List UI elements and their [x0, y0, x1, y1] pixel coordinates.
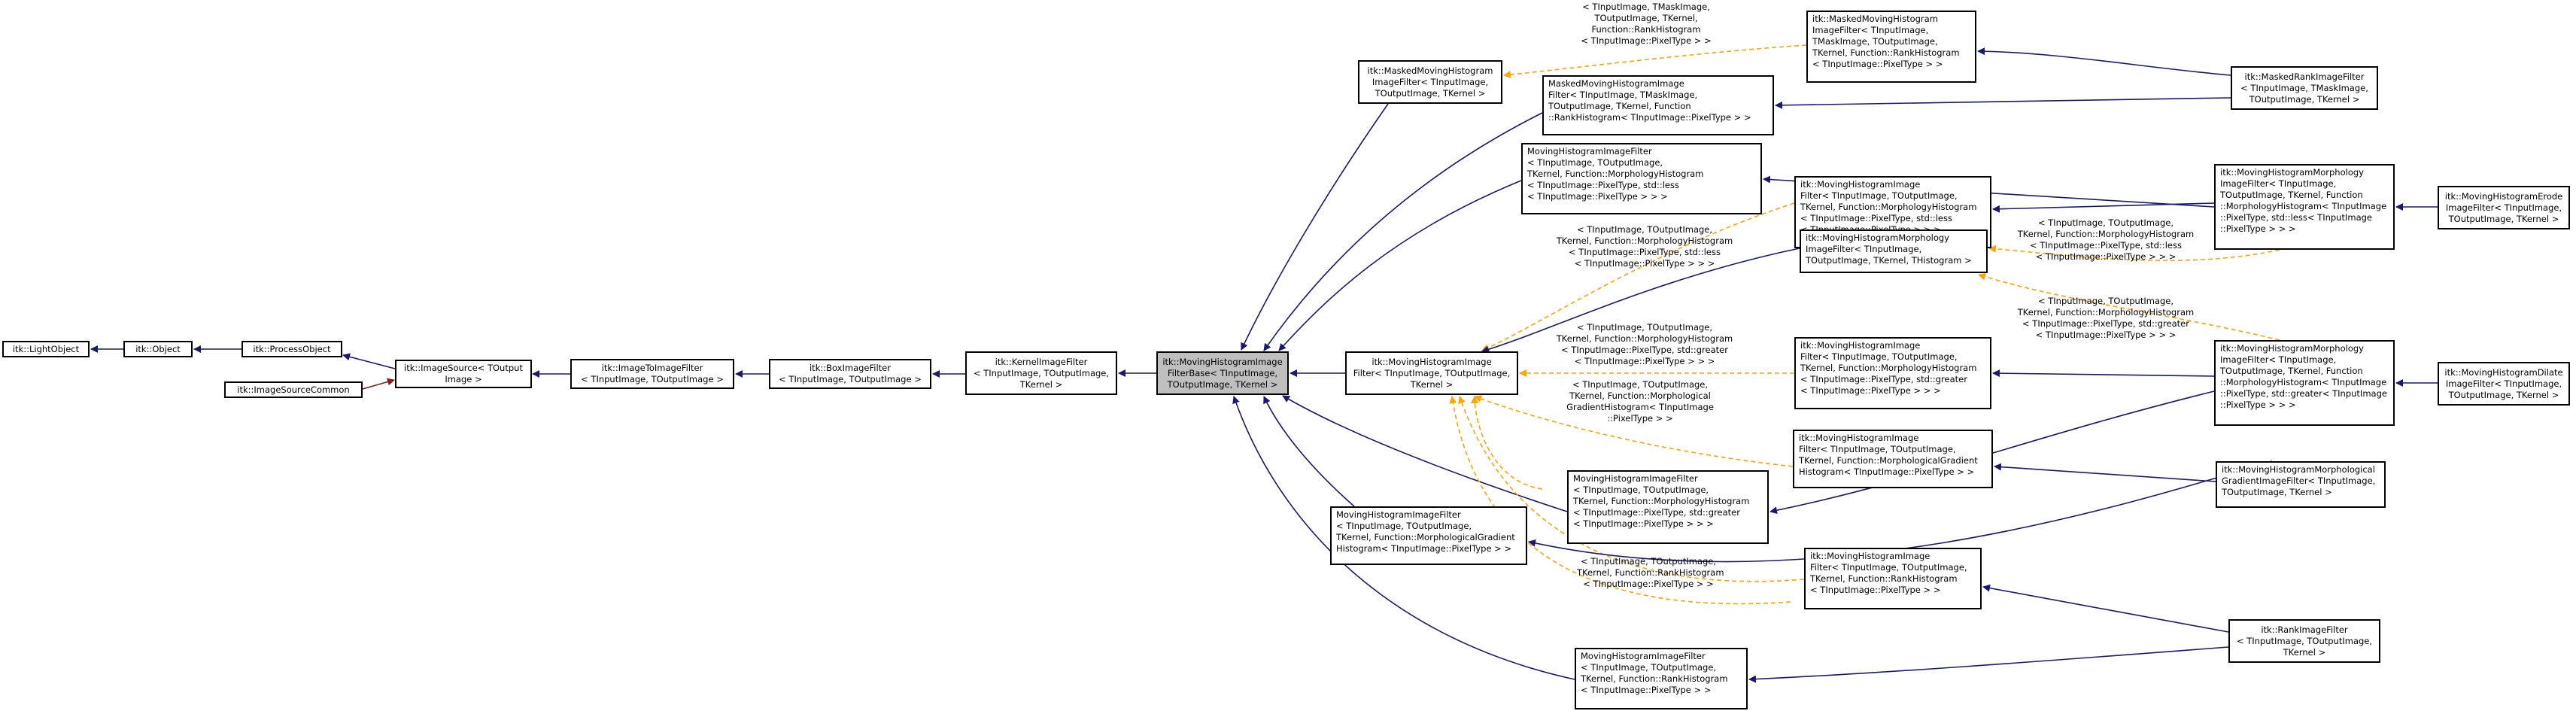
edge-label-masked: < TInputImage, TMaskImage, TOutputImage,…: [1581, 2, 1712, 46]
node-moving-histogram-morphology-less[interactable]: itk::MovingHistogramMorphology ImageFilt…: [2214, 164, 2395, 250]
node-masked-moving-histogram-image-filter[interactable]: itk::MaskedMovingHistogram ImageFilter< …: [1358, 60, 1502, 104]
edge-morphless-morphfilter: [1988, 245, 2280, 262]
edge-morphgreater-base: [1282, 395, 1568, 512]
edge-gradient-itkgradient: [1994, 463, 2216, 482]
node-box-image-filter[interactable]: itk::BoxImageFilter < TInputImage, TOutp…: [769, 359, 931, 389]
node-process-object[interactable]: itk::ProcessObject: [242, 341, 342, 357]
node-kernel-image-filter[interactable]: itk::KernelImageFilter < TInputImage, TO…: [965, 351, 1117, 395]
node-itk-moving-histogram-image-filter-morph-greater[interactable]: itk::MovingHistogramImage Filter< TInput…: [1794, 337, 1991, 409]
node-rank-image-filter[interactable]: itk::RankImageFilter < TInputImage, TOut…: [2228, 619, 2380, 663]
edge-imagesourcecommon-imagesource: [362, 378, 395, 390]
edge-gradient-template-lower: [1471, 396, 1543, 490]
edge-gradient-gradient-node: [1528, 460, 2273, 563]
edge-morphgreater-morphfilter: [1978, 272, 2280, 341]
node-moving-histogram-image-filter-rank[interactable]: MovingHistogramImageFilter < TInputImage…: [1575, 648, 1748, 709]
edge-maskedrank-masked-inst: [1775, 97, 2231, 109]
edge-label-morph-less: < TInputImage, TOutputImage, TKernel, Fu…: [1556, 224, 1733, 269]
node-image-to-image-filter[interactable]: itk::ImageToImageFilter < TInputImage, T…: [570, 359, 734, 389]
edge-rank-base: [1232, 396, 1575, 680]
edge-label-rank: < TInputImage, TOutputImage, TKernel, Fu…: [1577, 556, 1724, 589]
edge-masked-inst-base: [1263, 112, 1543, 351]
edge-rank-rank-node: [1748, 646, 2229, 683]
node-image-source[interactable]: itk::ImageSource< TOutput Image >: [395, 360, 532, 388]
edge-label-morph-greater: < TInputImage, TOutputImage, TKernel, Fu…: [1556, 322, 1733, 366]
node-moving-histogram-image-filter-morph-less[interactable]: MovingHistogramImageFilter < TInputImage…: [1521, 143, 1762, 214]
node-itk-moving-histogram-image-filter-gradient[interactable]: itk::MovingHistogramImage Filter< TInput…: [1793, 430, 1993, 488]
node-light-object[interactable]: itk::LightObject: [2, 341, 90, 357]
node-moving-histogram-image-filter-morph-greater[interactable]: MovingHistogramImageFilter < TInputImage…: [1567, 470, 1769, 544]
edge-morphfilter-mhif: [1481, 248, 1800, 354]
edge-morphless-base: [1278, 180, 1522, 351]
edge-label-morph-less-2: < TInputImage, TOutputImage, TKernel, Fu…: [2017, 217, 2195, 262]
edge-gradient-base: [1263, 396, 1355, 507]
edge-itkgradient-mhif: [1474, 395, 1794, 467]
node-image-source-common[interactable]: itk::ImageSourceCommon: [224, 381, 363, 398]
edge-masked-base: [1241, 103, 1389, 351]
node-moving-histogram-image-filter-base[interactable]: itk::MovingHistogramImage FilterBase< TI…: [1156, 351, 1289, 395]
node-moving-histogram-morphology-greater[interactable]: itk::MovingHistogramMorphology ImageFilt…: [2214, 340, 2395, 426]
edge-label-gradient: < TInputImage, TOutputImage, TKernel, Fu…: [1566, 379, 1714, 424]
node-moving-histogram-dilate-image-filter[interactable]: itk::MovingHistogramDilate ImageFilter< …: [2438, 362, 2570, 406]
edge-morphgreater-itkmorphgreater: [1992, 369, 2215, 378]
node-itk-masked-moving-histogram-image-filter-inst[interactable]: itk::MaskedMovingHistogram ImageFilter< …: [1806, 11, 1976, 83]
edge-maskedrank-itkmasked: [1977, 47, 2231, 76]
node-moving-histogram-erode-image-filter[interactable]: itk::MovingHistogramErode ImageFilter< T…: [2438, 186, 2570, 229]
node-object[interactable]: itk::Object: [123, 341, 193, 357]
node-moving-histogram-image-filter[interactable]: itk::MovingHistogramImage Filter< TInput…: [1345, 351, 1518, 395]
node-masked-rank-image-filter[interactable]: itk::MaskedRankImageFilter < TInputImage…: [2231, 66, 2378, 110]
edge-rank-template-lower: [1449, 396, 1791, 605]
node-itk-moving-histogram-image-filter-rank[interactable]: itk::MovingHistogramImage Filter< TInput…: [1804, 548, 1982, 609]
edge-imagesource-processobject: [342, 353, 396, 369]
edge-rank-itkrank: [1982, 584, 2229, 633]
edge-label-morph-greater-2: < TInputImage, TOutputImage, TKernel, Fu…: [2017, 296, 2195, 340]
edge-morphless-itkmorphless: [1992, 202, 2215, 213]
node-masked-moving-histogram-image-filter-inst[interactable]: MaskedMovingHistogramImage Filter< TInpu…: [1542, 75, 1774, 135]
node-moving-histogram-morphological-gradient-filter[interactable]: itk::MovingHistogramMorphological Gradie…: [2216, 461, 2386, 508]
node-moving-histogram-morphology-image-filter[interactable]: itk::MovingHistogramMorphology ImageFilt…: [1800, 229, 1988, 273]
edge-itkmasked-masked: [1503, 44, 1807, 79]
node-moving-histogram-image-filter-gradient[interactable]: MovingHistogramImageFilter < TInputImage…: [1330, 506, 1527, 565]
